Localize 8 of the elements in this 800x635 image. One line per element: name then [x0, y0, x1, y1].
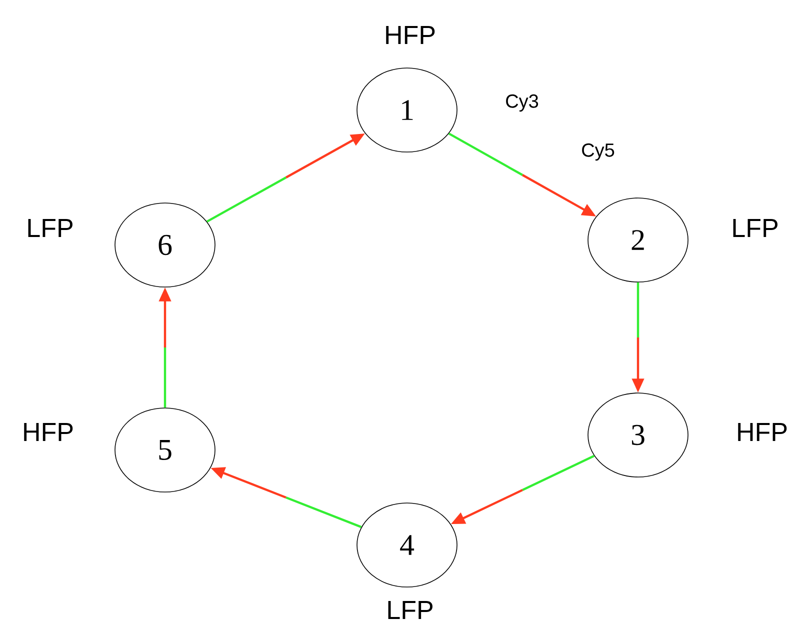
dye-label: Cy5	[582, 143, 614, 161]
state-label: HFP	[24, 423, 73, 441]
state-label: HFP	[738, 423, 787, 441]
state-label: HFP	[386, 26, 435, 44]
state-label: LFP	[28, 219, 72, 237]
state-label: LFP	[388, 601, 432, 619]
state-label: LFP	[733, 219, 778, 237]
dye-label: Cy3	[506, 94, 538, 112]
